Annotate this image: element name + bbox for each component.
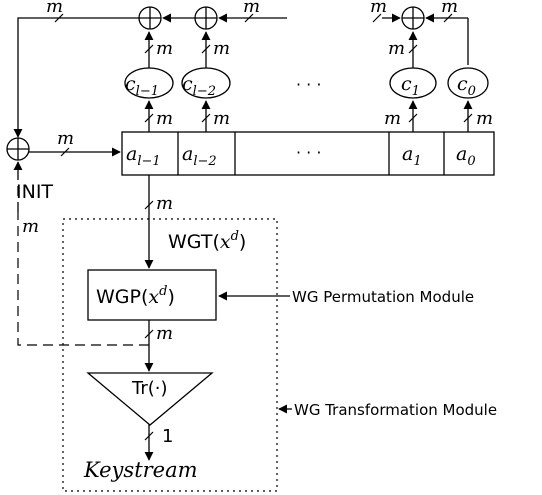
bus-width-label: m: [156, 193, 173, 214]
init-label: INIT: [16, 181, 53, 203]
register-cell-label: a1: [402, 143, 422, 169]
coefficient-label: cl−1: [125, 73, 159, 99]
bus-width-label: m: [57, 128, 74, 149]
trace-label: Tr(·): [131, 378, 168, 399]
register-ellipsis: · · ·: [296, 143, 321, 162]
wgp-box: [87, 269, 217, 321]
keystream-label: Keystream: [83, 458, 198, 482]
bus-width-label: m: [22, 216, 39, 237]
register-cell-label: al−1: [126, 143, 161, 169]
bus-width-label: m: [441, 0, 458, 17]
bus-width-label: m: [476, 108, 493, 129]
coefficient-label: cl−2: [182, 73, 216, 99]
permutation-module-annotation: WG Permutation Module: [292, 288, 474, 306]
coefficient-label: c1: [401, 73, 420, 99]
coefficient-label: c0: [457, 73, 476, 99]
bus-width-label: m: [156, 38, 173, 59]
bus-width-ticks: [54, 13, 473, 441]
bus-width-label: m: [156, 323, 173, 344]
bus-width-label: m: [156, 108, 173, 129]
bus-width-label: m: [388, 38, 405, 59]
coefficient-node: [447, 67, 489, 99]
bus-width-label: m: [213, 108, 230, 129]
wg-transformation-module: [62, 218, 278, 492]
xor-chain: [13, 6, 469, 138]
wgt-label: WGT(xd): [168, 229, 246, 253]
wgp-label: WGP(xd): [96, 284, 175, 308]
register-cell-label: a0: [456, 143, 476, 169]
transformation-module-annotation: WG Transformation Module: [294, 401, 497, 419]
bus-width-label: m: [213, 38, 230, 59]
trace-triangle: [86, 372, 214, 426]
register-cell-label: al−2: [182, 143, 217, 169]
shift-register: al−1 al−2 a1 a0 · · ·: [121, 131, 495, 176]
bus-width-label: m: [243, 0, 260, 17]
bus-width-label: m: [370, 0, 387, 17]
bus-width-labels: m m m m m m m m m m m m m m m: [22, 0, 493, 344]
output-width-label: 1: [162, 426, 173, 447]
coefficient-ellipsis: · · ·: [296, 75, 321, 94]
bus-width-label: m: [384, 108, 401, 129]
coefficient-row: cl−1 cl−2 c1 c0 · · ·: [124, 67, 489, 99]
bus-width-label: m: [46, 0, 63, 17]
